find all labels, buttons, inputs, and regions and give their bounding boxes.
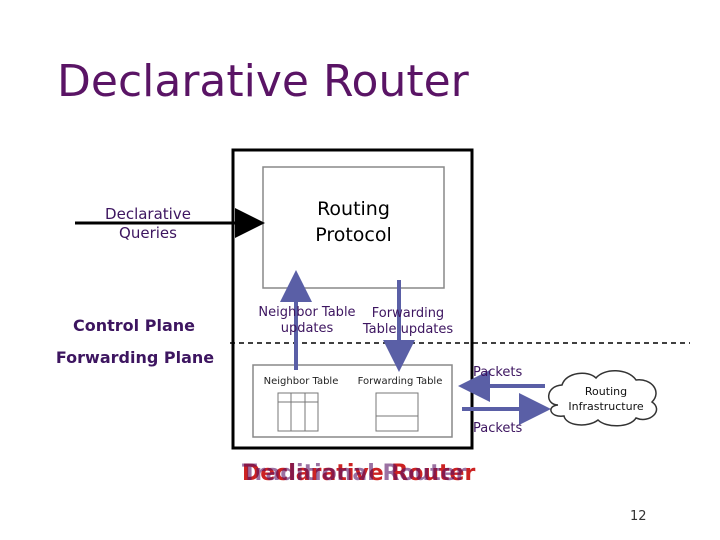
forwarding-plane-label: Forwarding Plane bbox=[55, 348, 215, 367]
caption-traditional: Traditional Router bbox=[242, 461, 467, 486]
neighbor-table-updates-label: Neighbor Table updates bbox=[258, 305, 356, 336]
declarative-queries-label: Declarative Queries bbox=[105, 205, 191, 242]
routing-protocol-box bbox=[262, 166, 445, 289]
routing-protocol-label: Routing Protocol bbox=[315, 198, 392, 246]
forwarding-table-updates-label: Forwarding Table updates bbox=[362, 306, 454, 337]
packets-out-label: Packets bbox=[473, 421, 523, 436]
forwarding-table-label: Forwarding Table bbox=[357, 376, 443, 387]
neighbor-table-label: Neighbor Table bbox=[263, 376, 339, 387]
control-plane-label: Control Plane bbox=[73, 316, 195, 335]
page-number: 12 bbox=[630, 509, 647, 524]
forwarding-table-grid bbox=[375, 392, 419, 432]
cloud-shape bbox=[548, 370, 658, 427]
neighbor-table-grid bbox=[277, 392, 319, 432]
routing-infrastructure-label: Routing Infrastructure bbox=[568, 385, 644, 413]
packets-in-label: Packets bbox=[473, 365, 523, 380]
caption-declarative: Declarative Router bbox=[242, 461, 476, 486]
slide-title: Declarative Router bbox=[57, 56, 469, 107]
